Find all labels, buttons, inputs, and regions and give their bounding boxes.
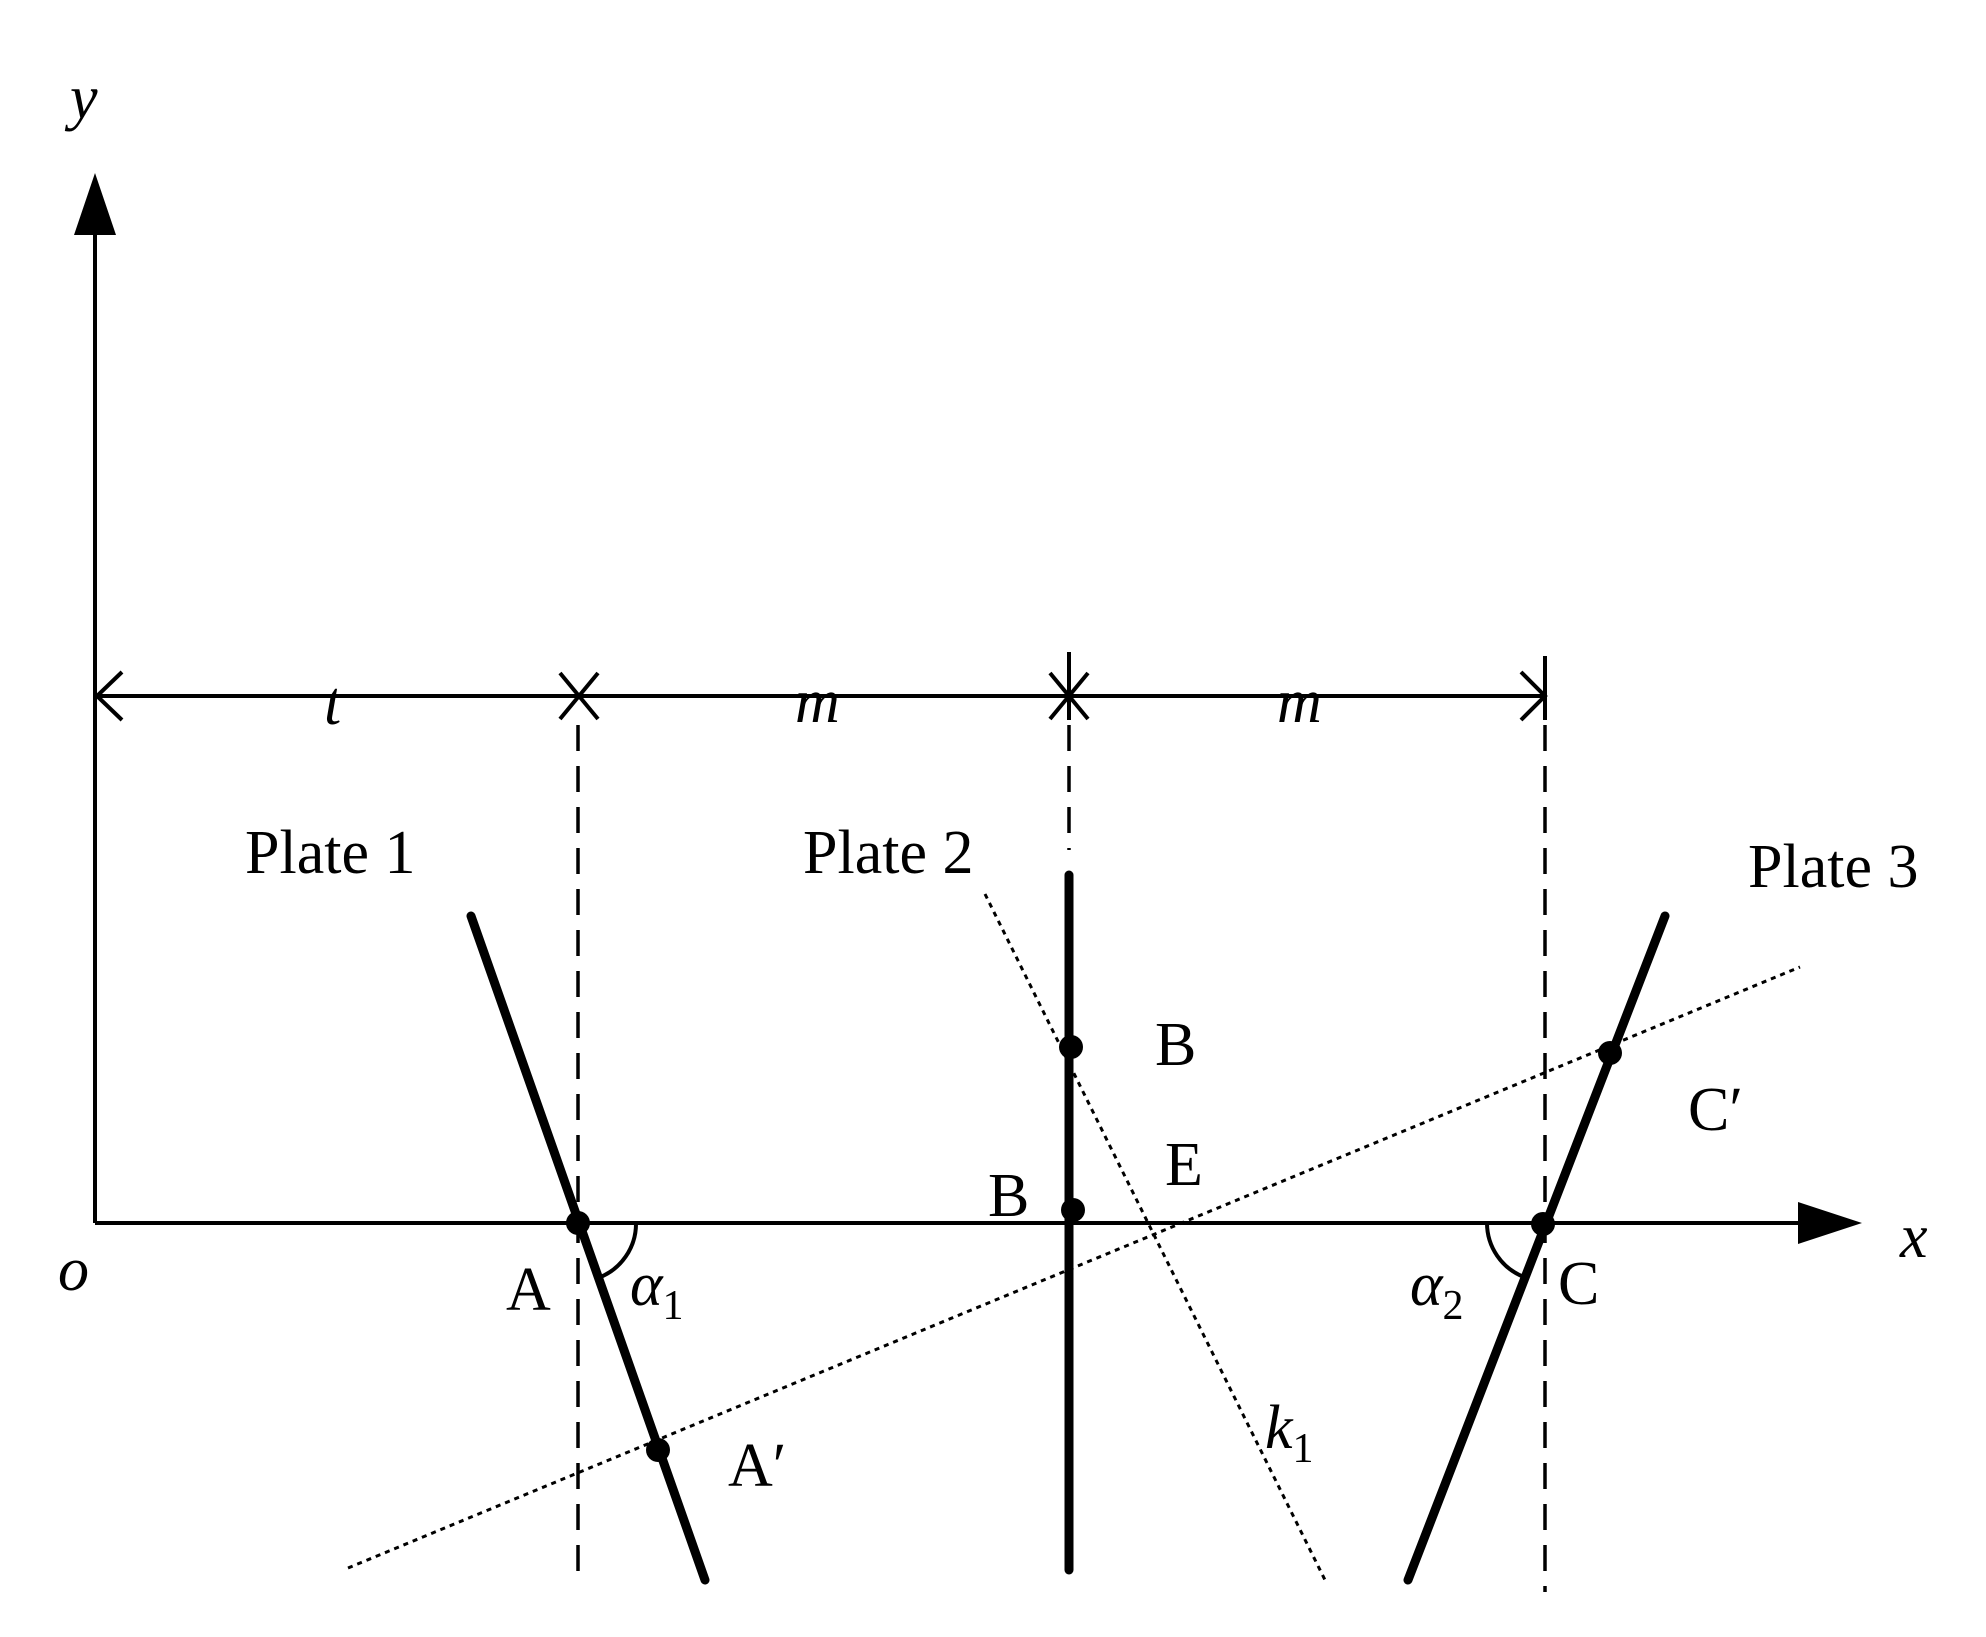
point-B-upper-label: B [1155, 1011, 1196, 1079]
y-axis-arrowhead [74, 173, 116, 235]
origin-label: o [58, 1236, 89, 1304]
dimension-m2-label: m [1277, 668, 1322, 736]
dotted-ray-A-prime-C-prime [347, 965, 1801, 1570]
point-B-upper [1059, 1035, 1083, 1059]
dotted-ray-k1 [983, 893, 1327, 1581]
angle-alpha2-arc [1485, 1222, 1525, 1279]
x-axis-arrowhead [1798, 1202, 1862, 1244]
point-A-prime [646, 1438, 670, 1462]
dimension-t-label: t [324, 670, 343, 738]
angle-alpha2-label: α2 [1410, 1251, 1464, 1329]
dimension-m1-label: m [795, 668, 840, 736]
point-C-label: C [1558, 1250, 1599, 1318]
point-A [566, 1211, 590, 1235]
point-B-lower [1061, 1198, 1085, 1222]
point-C [1531, 1212, 1555, 1236]
plate-1 [466, 911, 710, 1585]
plate-1-label: Plate 1 [245, 819, 415, 887]
angle-alpha1-arc [597, 1222, 639, 1280]
line-k1-label: k1 [1265, 1394, 1314, 1472]
dimension-left-arrowhead [94, 670, 124, 722]
angle-alpha1-label: α1 [630, 1251, 684, 1329]
point-C-prime [1598, 1041, 1622, 1065]
point-E-label: E [1165, 1131, 1203, 1199]
point-B-lower-label: B [988, 1162, 1029, 1230]
point-A-label: A [506, 1256, 551, 1324]
dimension-tick-A-2 [558, 671, 600, 721]
point-C-prime-label: C′ [1688, 1076, 1743, 1144]
x-axis-label: x [1899, 1203, 1928, 1271]
y-axis-label: y [64, 64, 98, 132]
plate-3 [1403, 911, 1670, 1585]
plate-3-label: Plate 3 [1748, 833, 1918, 901]
plate-2-label: Plate 2 [803, 819, 973, 887]
point-A-prime-label: A′ [728, 1432, 786, 1500]
